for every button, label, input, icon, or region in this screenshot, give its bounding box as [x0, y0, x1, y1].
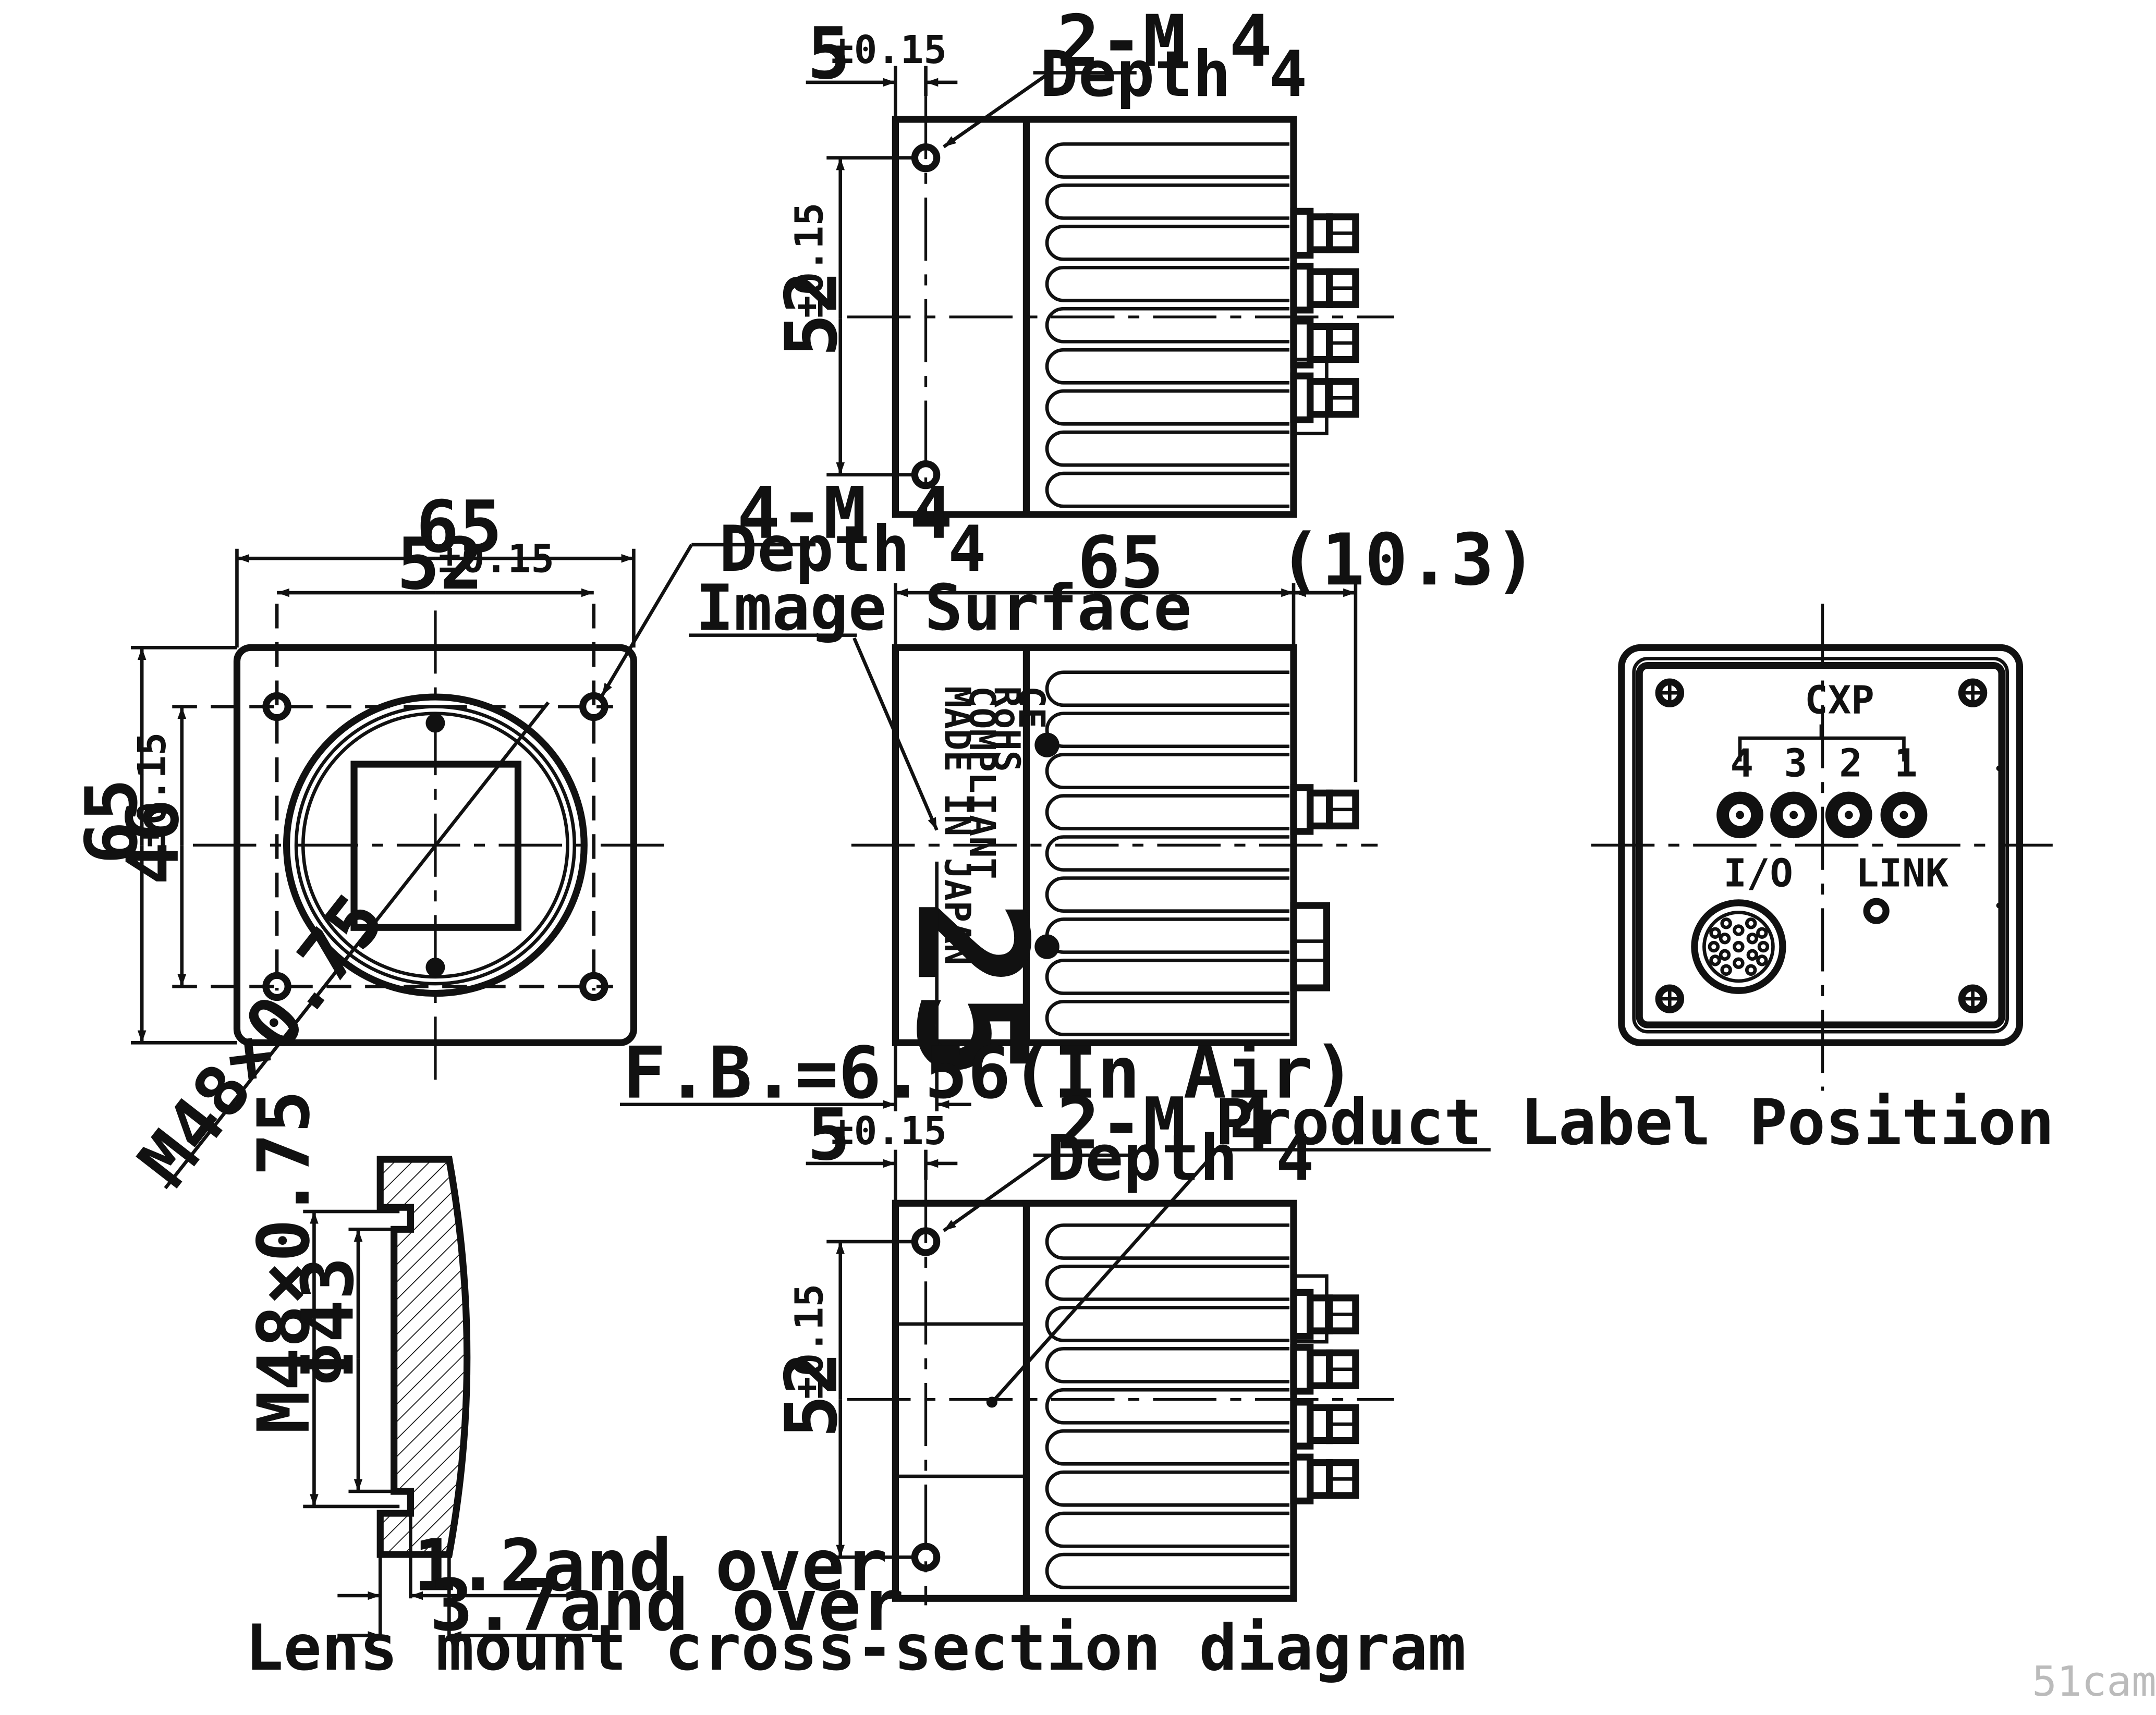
side-connector-length: (10.3)	[1278, 519, 1537, 602]
front-depth-note: Depth 4	[719, 512, 986, 586]
lens-dim-b: 3.7and over	[430, 1564, 904, 1647]
rear-port-1: 1	[1894, 741, 1918, 786]
bottom-view: 5 ±0.15 52 ±0.15 2-M 4 Depth 4 Product L…	[771, 1083, 2054, 1606]
front-hole-height: 46	[112, 799, 195, 885]
bottom-depth-note: Depth 4	[1047, 1121, 1314, 1195]
cxp-connector-side	[1290, 784, 1359, 835]
top-depth-note: Depth 4	[1040, 37, 1307, 111]
cxp-connectors-top	[1290, 207, 1359, 436]
link-led-icon	[1863, 898, 1890, 924]
mounting-hole-icon	[579, 692, 608, 721]
mounting-hole-icon	[262, 972, 291, 1001]
heatsink-fins-side	[1045, 670, 1290, 1036]
lens-mount-profile	[376, 1156, 471, 1558]
cxp-port-icon	[1716, 791, 1928, 839]
rear-cxp-label: CXP	[1805, 678, 1874, 723]
top-edge-offset-tol: ±0.15	[831, 28, 947, 72]
front-hole-height-tol: ±0.15	[130, 732, 175, 848]
top-view: 5 ±0.15 52 ±0.15 2-M 4 Depth 4	[771, 1, 1394, 522]
side-view: CE RoHS COMPLIANT MADE IN JAPAN 25 65 (1…	[619, 519, 1537, 1115]
top-edge-offset: 5	[807, 13, 850, 95]
front-height: 65	[70, 778, 153, 864]
heatsink-fins-bottom	[1045, 1223, 1290, 1589]
side-flange-back: F.B.=6.56(In Air)	[623, 1032, 1356, 1115]
bottom-edge-offset: 5	[807, 1094, 850, 1177]
bottom-holes-note: 2-M 4	[1057, 1083, 1273, 1166]
lens-caption: Lens mount cross-section diagram	[245, 1611, 1466, 1685]
mounting-hole-icon	[579, 972, 608, 1001]
bottom-hole-spacing: 52	[771, 1352, 854, 1438]
rear-port-3: 3	[1784, 741, 1808, 786]
sensor-window	[350, 761, 522, 931]
rear-io-label: I/O	[1723, 851, 1793, 896]
bottom-edge-offset-tol: ±0.15	[831, 1109, 947, 1154]
mounting-hole-icon	[911, 1542, 941, 1572]
front-hole-width: 52	[397, 523, 483, 606]
rear-link-label: LINK	[1856, 851, 1949, 896]
rear-port-2: 2	[1839, 741, 1862, 786]
side-image-surface: Image Surface	[696, 571, 1191, 645]
bottom-product-label: Product Label Position	[1215, 1085, 2054, 1159]
side-label-line-1: CE	[1010, 686, 1052, 729]
top-hole-spacing-tol: ±0.15	[787, 203, 832, 318]
side-label-line-4: MADE IN JAPAN	[936, 686, 978, 965]
heatsink-fins-top	[1045, 142, 1290, 508]
lens-dim-a: 1.2and over	[413, 1525, 888, 1608]
rear-screw-icon	[1655, 678, 1988, 1013]
front-width: 65	[416, 486, 502, 569]
mounting-hole-icon	[262, 692, 291, 721]
cxp-connectors-bottom	[1290, 1274, 1359, 1504]
side-label-line-3: COMPLIANT	[961, 686, 1003, 879]
watermark: 51camera	[2032, 1658, 2156, 1706]
bottom-hole-spacing-tol: ±0.15	[787, 1284, 832, 1400]
side-mark: 25	[883, 899, 1059, 1081]
io-connector-side	[1290, 902, 1331, 991]
lens-diameter: Φ43	[287, 1257, 370, 1386]
side-body-length: 65	[1077, 522, 1163, 605]
side-label-line-2: RoHS	[986, 686, 1028, 772]
front-holes-note: 4-M 4	[737, 472, 953, 555]
lens-mount-section: M48×0.75 Φ43 1.2and over 3.7and over Len…	[243, 1090, 1466, 1685]
lens-mount-ring	[283, 693, 588, 997]
front-hole-width-tol: ±0.15	[438, 537, 554, 582]
lens-thread: M48×0.75	[243, 1090, 326, 1434]
top-hole-spacing: 52	[771, 271, 854, 357]
top-holes-note: 2-M 4	[1057, 1, 1273, 83]
rear-view: CXP 4 3 2 1 I/O LINK	[1591, 604, 2053, 1091]
io-connector-icon	[1691, 899, 1786, 994]
rear-port-4: 4	[1731, 741, 1754, 786]
